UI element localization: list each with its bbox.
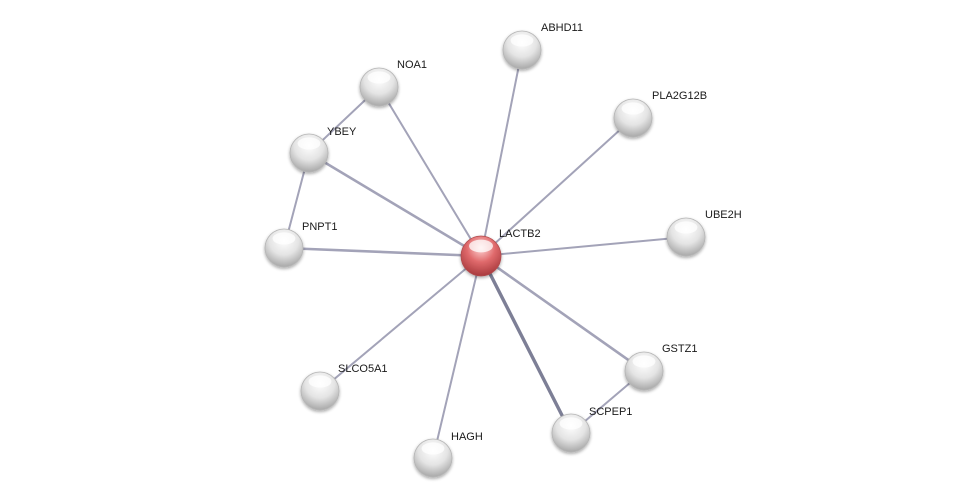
- edge-lactb2-slco5a1[interactable]: [319, 255, 482, 392]
- node-label-slco5a1: SLCO5A1: [338, 363, 388, 375]
- node-label-noa1: NOA1: [397, 59, 427, 71]
- node-label-scpep1: SCPEP1: [589, 406, 632, 418]
- edge-lactb2-noa1[interactable]: [378, 86, 482, 257]
- node-highlight: [367, 71, 391, 84]
- node-gstz1[interactable]: GSTZ1: [624, 343, 697, 391]
- node-highlight: [621, 102, 645, 115]
- node-label-pnpt1: PNPT1: [302, 221, 337, 233]
- node-label-ube2h: UBE2H: [705, 209, 742, 221]
- edge-lactb2-gstz1[interactable]: [479, 254, 646, 373]
- edge-lactb2-abhd11[interactable]: [480, 49, 523, 257]
- node-highlight: [421, 442, 445, 455]
- node-slco5a1[interactable]: SLCO5A1: [300, 363, 388, 411]
- node-highlight: [674, 221, 698, 234]
- edge-lactb2-pnpt1[interactable]: [282, 246, 483, 258]
- node-highlight: [469, 239, 493, 253]
- edge-lactb2-ube2h[interactable]: [480, 236, 687, 257]
- node-hagh[interactable]: HAGH: [413, 431, 483, 478]
- node-abhd11[interactable]: ABHD11: [502, 22, 583, 70]
- node-highlight: [559, 417, 583, 430]
- node-highlight: [510, 34, 534, 47]
- node-scpep1[interactable]: SCPEP1: [551, 406, 632, 453]
- node-highlight: [272, 232, 296, 245]
- edge-lactb2-hagh[interactable]: [432, 255, 482, 459]
- edge-lactb2-pla2g12b[interactable]: [480, 117, 634, 257]
- node-lactb2[interactable]: LACTB2: [460, 228, 541, 277]
- node-highlight: [308, 375, 332, 388]
- node-label-gstz1: GSTZ1: [662, 343, 697, 355]
- node-pnpt1[interactable]: PNPT1: [264, 221, 337, 268]
- node-ube2h[interactable]: UBE2H: [666, 209, 742, 257]
- node-noa1[interactable]: NOA1: [359, 59, 427, 107]
- node-highlight: [297, 137, 321, 150]
- node-highlight: [632, 355, 656, 368]
- node-label-hagh: HAGH: [451, 431, 483, 443]
- edge-lactb2-ybey[interactable]: [307, 151, 483, 258]
- node-label-pla2g12b: PLA2G12B: [652, 90, 707, 102]
- node-label-lactb2: LACTB2: [499, 228, 541, 240]
- edge-lactb2-scpep1[interactable]: [479, 254, 573, 435]
- node-pla2g12b[interactable]: PLA2G12B: [613, 90, 707, 138]
- node-label-ybey: YBEY: [327, 126, 357, 138]
- node-label-abhd11: ABHD11: [541, 22, 583, 34]
- node-ybey[interactable]: YBEY: [289, 126, 357, 173]
